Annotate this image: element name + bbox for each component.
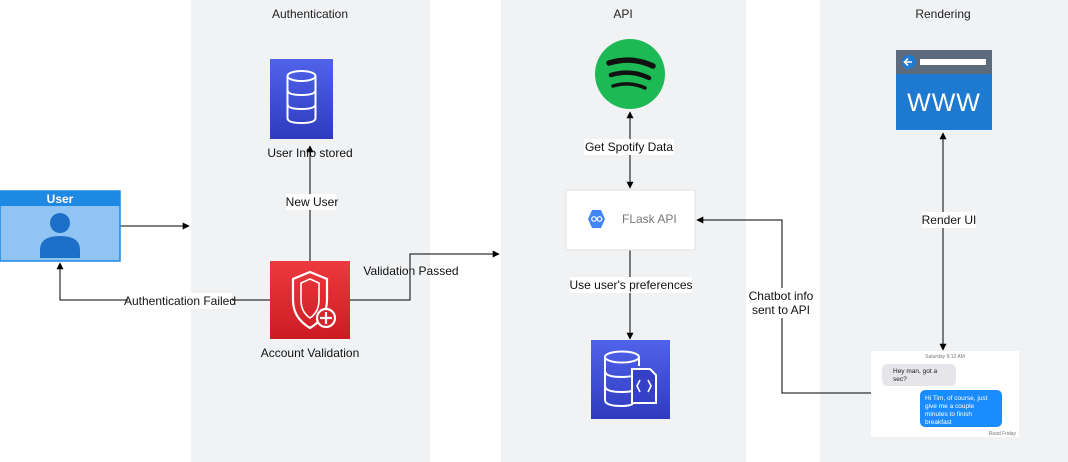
- user-info-label: User Info stored: [267, 146, 352, 160]
- chat-msg2-line2: give me a couple: [925, 403, 975, 410]
- flask-api-label: FLask API: [622, 212, 677, 226]
- user-node-title: User: [47, 192, 74, 206]
- cloud-endpoints-icon: [588, 210, 605, 228]
- database-icon: [286, 70, 317, 125]
- chat-screenshot-node: Saturday 9:12 AM Hey man, got a sec? Hi …: [871, 351, 1019, 437]
- shield-plus-icon: [291, 270, 337, 330]
- label-get-spotify: Get Spotify Data: [585, 140, 673, 154]
- user-node: User: [0, 190, 121, 262]
- label-auth-failed: Authentication Failed: [124, 294, 236, 308]
- chat-msg1-line2: sec?: [893, 376, 907, 383]
- label-chatbot-line1: Chatbot info: [749, 289, 814, 303]
- edge-validation-passed: [350, 250, 500, 301]
- flask-api-node: FLask API: [565, 189, 696, 251]
- user-info-db: [270, 59, 333, 139]
- preferences-db: [591, 340, 670, 419]
- browser-www-text: WWW: [907, 89, 981, 117]
- back-arrow-icon: [903, 57, 912, 67]
- lane-title-rendering: Rendering: [915, 7, 970, 21]
- spotify-icon: [595, 39, 665, 109]
- label-chatbot-line2: sent to API: [752, 303, 810, 317]
- chat-msg1-line1: Hey man, got a: [893, 368, 937, 375]
- browser-www-node: WWW: [896, 50, 992, 130]
- chat-bubble-outgoing: Hi Tim, of course, just give me a couple…: [920, 390, 1002, 427]
- label-use-preferences: Use user's preferences: [569, 278, 692, 292]
- user-icon: [40, 213, 80, 258]
- label-render-ui: Render UI: [922, 213, 977, 227]
- account-validation-label: Account Validation: [261, 346, 360, 360]
- database-code-icon: [604, 350, 657, 408]
- account-validation-node: [270, 261, 350, 339]
- chat-msg2-line1: Hi Tim, of course, just: [925, 395, 988, 402]
- chat-bubble-incoming: Hey man, got a sec?: [882, 364, 956, 386]
- chat-msg2-line3: minutes to finish: [925, 411, 972, 418]
- lane-title-api: API: [613, 7, 632, 21]
- label-new-user: New User: [286, 195, 339, 209]
- chat-read-receipt: Read Friday: [989, 431, 1017, 437]
- chat-msg2-line4: breakfast: [925, 419, 952, 426]
- lane-title-authentication: Authentication: [272, 7, 348, 21]
- chat-timestamp: Saturday 9:12 AM: [925, 354, 965, 360]
- label-validation-passed: Validation Passed: [363, 264, 458, 278]
